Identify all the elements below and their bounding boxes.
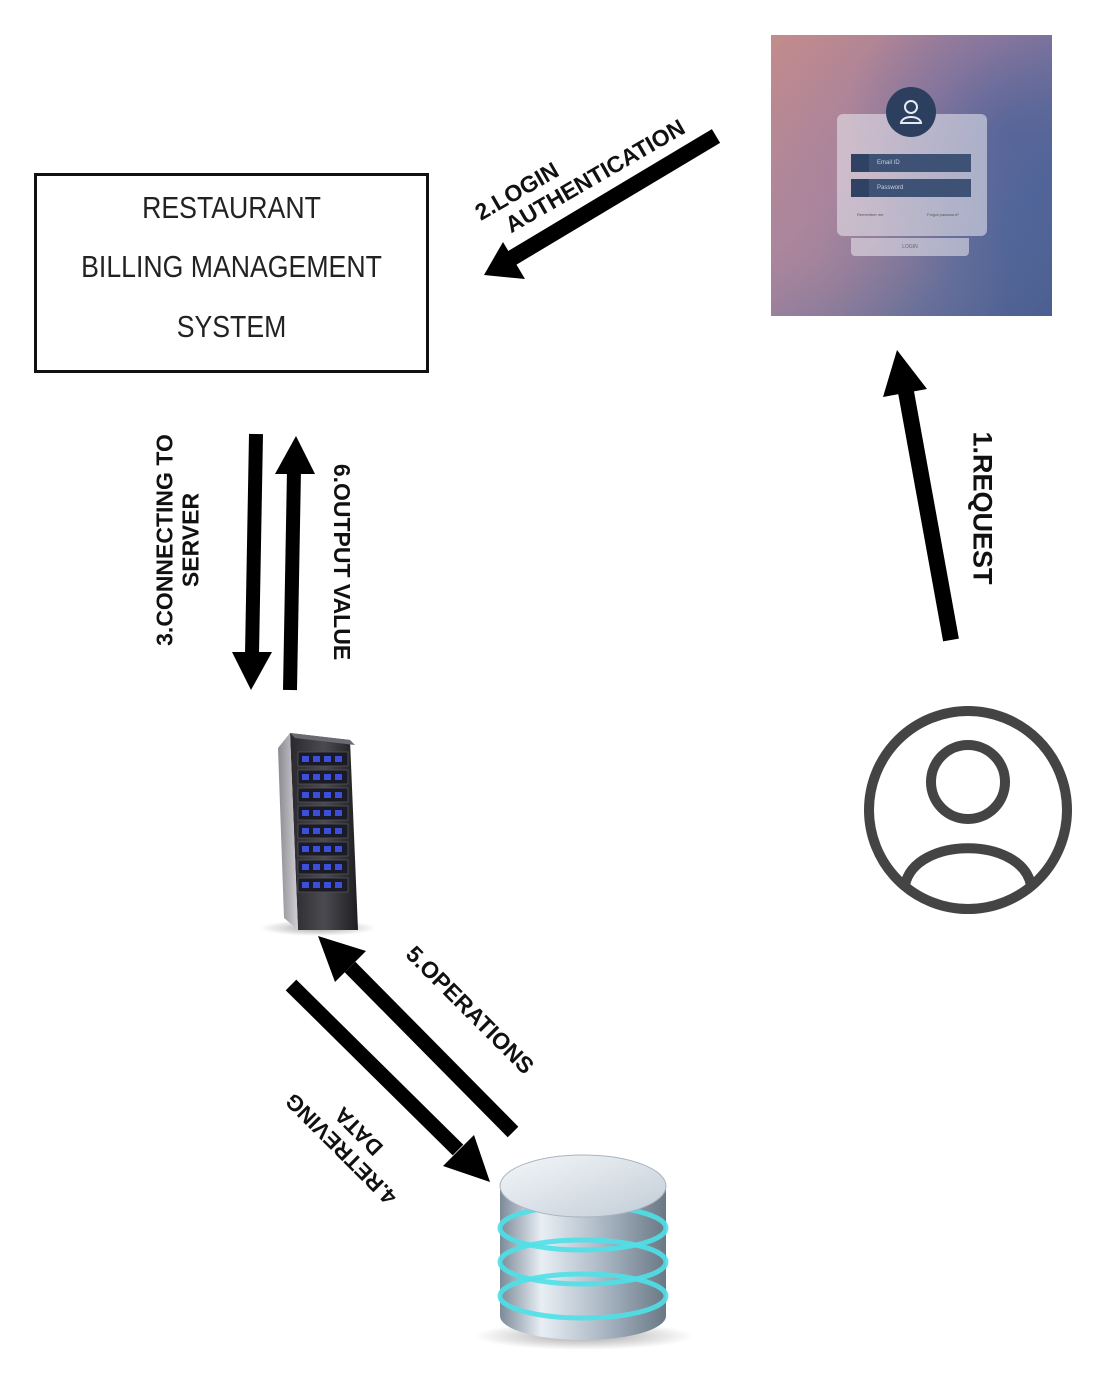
server-drive-bay (297, 859, 349, 875)
login-button: LOGIN (851, 238, 969, 256)
server-led (335, 792, 342, 798)
server-drive-bay (297, 823, 349, 839)
server-led (335, 810, 342, 816)
login-screen-icon: Email ID Password Remember me Forgot pas… (771, 35, 1052, 316)
avatar-user-icon (899, 100, 923, 124)
server-led (302, 828, 309, 834)
server-led (313, 864, 320, 870)
login-card: Email ID Password Remember me Forgot pas… (837, 114, 987, 236)
server-led (302, 846, 309, 852)
server-led (302, 756, 309, 762)
arrow-connecting-to-server (232, 433, 272, 690)
system-title-line-2: BILLING MANAGEMENT (81, 249, 382, 284)
server-led (302, 882, 309, 888)
server-led (335, 882, 342, 888)
server-led (335, 774, 342, 780)
label-connecting-to-server-line-2: SERVER (178, 492, 204, 588)
server-led (302, 774, 309, 780)
login-avatar-icon (886, 87, 936, 137)
server-led (335, 846, 342, 852)
arrow-request (883, 350, 959, 642)
label-connecting-to-server: 3.CONNECTING TO SERVER (152, 434, 205, 646)
server-led (335, 828, 342, 834)
label-output-value-text: 6.OUTPUT VALUE (329, 463, 356, 661)
system-title-line-1: RESTAURANT (142, 190, 321, 225)
label-request-text: 1.REQUEST (967, 431, 998, 585)
server-led (302, 810, 309, 816)
server-led (313, 810, 320, 816)
label-request: 1.REQUEST (966, 431, 998, 585)
user-icon (864, 706, 1072, 914)
server-led (324, 828, 331, 834)
remember-me-label: Remember me (857, 212, 884, 217)
server-drive-bay (297, 877, 349, 893)
server-led (324, 882, 331, 888)
server-led (313, 882, 320, 888)
password-field: Password (851, 179, 971, 197)
arrow-login-authentication (484, 129, 721, 279)
server-led (324, 810, 331, 816)
server-drive-bay (297, 805, 349, 821)
server-drive-bay (297, 787, 349, 803)
arrow-output-value (275, 436, 315, 691)
server-led (324, 846, 331, 852)
database-icon (474, 1154, 694, 1350)
server-drive-bay (297, 751, 349, 767)
restaurant-billing-system-box: RESTAURANT BILLING MANAGEMENT SYSTEM (34, 173, 429, 373)
server-drive-bay (297, 841, 349, 857)
label-output-value: 6.OUTPUT VALUE (329, 464, 355, 660)
server-led (324, 756, 331, 762)
system-title-line-3: SYSTEM (176, 309, 287, 344)
server-led (313, 756, 320, 762)
server-drive-bay (297, 769, 349, 785)
label-connecting-to-server-line-1: 3.CONNECTING TO (151, 434, 178, 646)
server-led (324, 792, 331, 798)
server-led (302, 792, 309, 798)
email-field: Email ID (851, 154, 971, 172)
server-led (324, 774, 331, 780)
arrow-operations (318, 936, 519, 1138)
forgot-password-label: Forgot password? (927, 212, 960, 217)
arrow-retreving-data (285, 979, 490, 1182)
server-led (313, 792, 320, 798)
server-led (313, 774, 320, 780)
server-led (313, 846, 320, 852)
server-led (302, 864, 309, 870)
email-placeholder: Email ID (877, 160, 900, 166)
server-led (335, 756, 342, 762)
password-placeholder: Password (877, 185, 904, 191)
server-led (324, 864, 331, 870)
server-led (313, 828, 320, 834)
server-led (335, 864, 342, 870)
server-icon (260, 733, 376, 936)
